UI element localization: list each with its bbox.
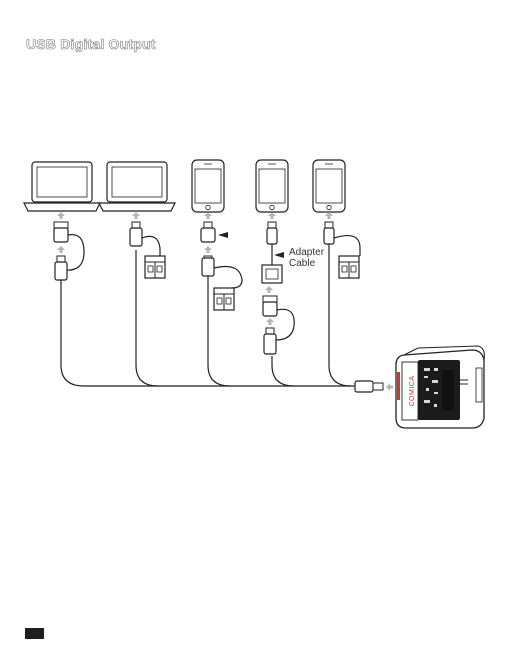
laptop-2 [99, 162, 175, 211]
page-number-box [25, 628, 44, 639]
laptop-1 [24, 162, 100, 211]
usb-a-plug-1 [54, 212, 84, 284]
lightning-adapter-3 [201, 212, 242, 310]
usb-c-plug-2 [130, 212, 165, 278]
adapter-label-line1: Adapter [289, 247, 324, 258]
phone-2 [256, 160, 288, 212]
adapter-label-line2: Cable [289, 258, 315, 269]
recorder-usb-c-plug [355, 381, 393, 392]
adapter-chain-4 [262, 212, 294, 354]
phone-1 [192, 160, 224, 212]
device-logo: COMICA [409, 376, 416, 407]
phone-3 [313, 160, 345, 212]
